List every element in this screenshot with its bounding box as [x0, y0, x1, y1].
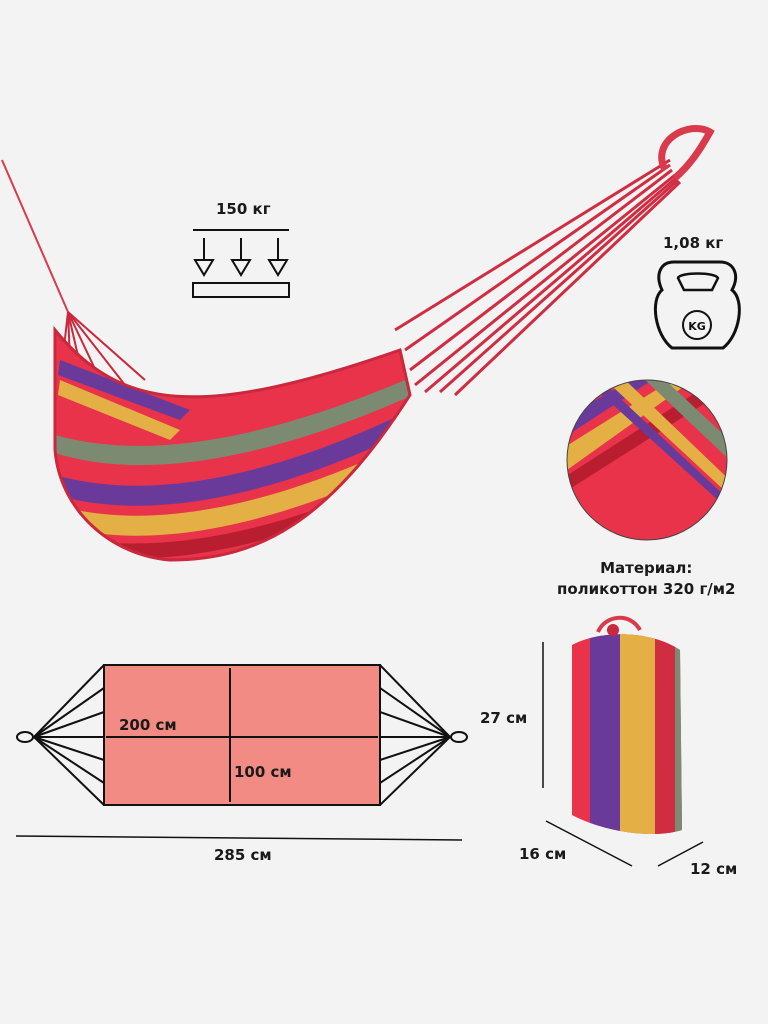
kettlebell-text: KG: [688, 320, 706, 333]
material-label: Материал: поликоттон 320 г/м2: [557, 558, 735, 600]
bag-width-label: 12 см: [690, 860, 738, 878]
material-value: поликоттон 320 г/м2: [557, 580, 736, 598]
width-label: 200 см: [119, 716, 177, 734]
material-title: Материал:: [600, 559, 693, 577]
bag-depth-label: 16 см: [519, 845, 567, 863]
depth-label: 100 см: [234, 763, 292, 781]
weight-label: 1,08 кг: [663, 234, 724, 252]
total-length-label: 285 см: [214, 846, 272, 864]
bag-height-label: 27 см: [480, 709, 528, 727]
max-load-label: 150 кг: [216, 200, 271, 218]
